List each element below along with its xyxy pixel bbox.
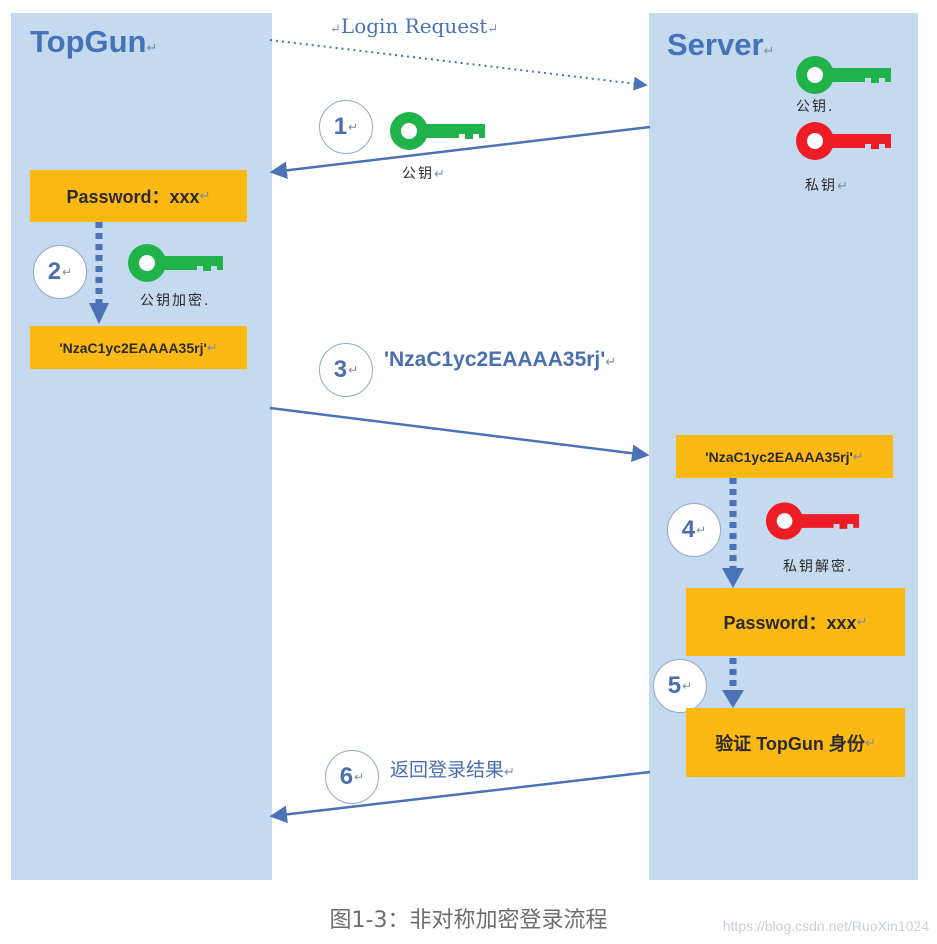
sent-public-key-label: 公钥↵	[402, 166, 447, 182]
step3-arrow	[269, 406, 650, 462]
watermark: https://blog.csdn.net/RuoXin1024	[722, 918, 929, 934]
server-password-box: Password：xxx↵	[686, 588, 905, 656]
step-4-circle: 4↵	[667, 503, 721, 557]
step3-payload-label: 'NzaC1yc2EAAAA35rj'↵	[384, 348, 617, 371]
step-3-circle: 3↵	[319, 343, 373, 397]
server-cipher-box: 'NzaC1yc2EAAAA35rj'↵	[676, 435, 893, 478]
login-request-label: ↵Login Request↵	[330, 14, 499, 38]
encrypt-public-key-label: 公钥加密.	[140, 293, 211, 309]
server-private-key-icon	[796, 122, 891, 160]
decrypt-private-key-icon	[765, 502, 860, 540]
server-private-key-label: 私钥↵	[805, 178, 850, 194]
client-lane	[11, 13, 272, 880]
step6-arrow	[269, 770, 651, 824]
login-request-arrow	[269, 39, 648, 91]
figure-caption: 图1-3：非对称加密登录流程	[329, 908, 608, 933]
server-lane-title: Server↵	[667, 27, 775, 62]
step-5-circle: 5↵	[653, 659, 707, 713]
encrypt-public-key-icon	[128, 244, 223, 282]
server-public-key-icon	[796, 56, 891, 94]
decrypt-private-key-label: 私钥解密.	[783, 559, 854, 575]
sent-public-key-icon	[390, 112, 485, 150]
step-2-circle: 2↵	[33, 245, 87, 299]
client-password-box: Password：xxx↵	[30, 170, 247, 222]
server-public-key-label: 公钥.	[796, 99, 835, 115]
step-6-circle: 6↵	[325, 750, 379, 804]
step1-arrow	[269, 125, 651, 180]
step-1-circle: 1↵	[319, 100, 373, 154]
client-lane-title: TopGun↵	[30, 24, 158, 59]
server-verify-box: 验证 TopGun 身份↵	[686, 708, 905, 777]
client-cipher-box: 'NzaC1yc2EAAAA35rj'↵	[30, 326, 247, 369]
step6-result-label: 返回登录结果↵	[390, 760, 515, 781]
